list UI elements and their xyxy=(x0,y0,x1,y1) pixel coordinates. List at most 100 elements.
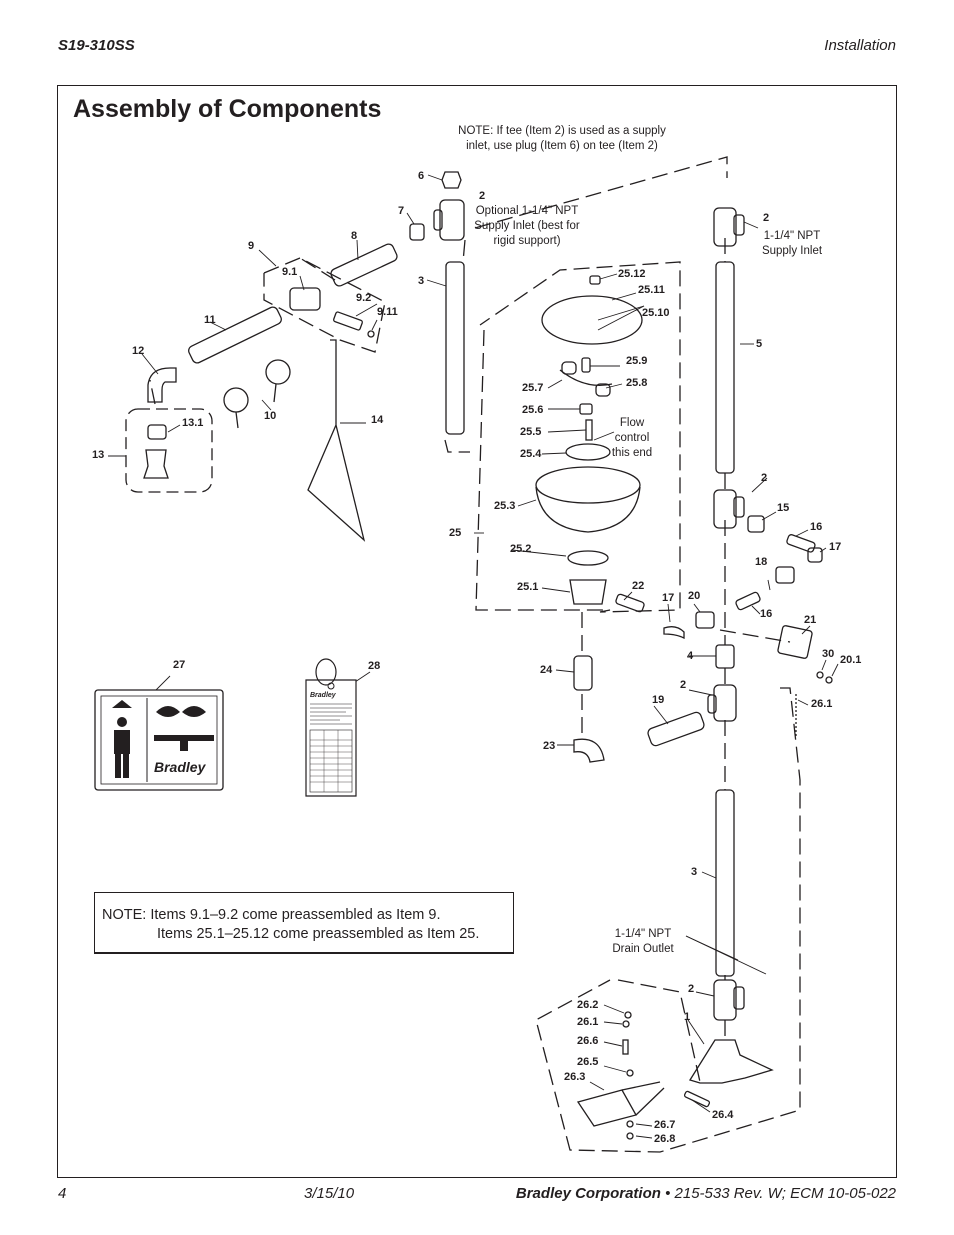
screw-9-11 xyxy=(367,330,375,338)
tube-25-5 xyxy=(585,419,593,441)
nipple-16-upper xyxy=(786,534,816,553)
washer-26-8 xyxy=(626,1132,634,1140)
page-frame xyxy=(57,85,897,1178)
tee-2-bottom xyxy=(713,979,745,1021)
part-label: 25.9 xyxy=(626,355,648,367)
preassembly-note: NOTE: Items 9.1–9.2 come preassembled as… xyxy=(94,892,514,954)
dust-cover-25-11 xyxy=(541,295,643,345)
part-label: 23 xyxy=(543,740,556,752)
footer-date: 3/15/10 xyxy=(304,1185,355,1202)
part-label: 26.2 xyxy=(577,999,599,1011)
part-label: 26.7 xyxy=(654,1119,676,1131)
part-label: 9.1 xyxy=(282,266,298,278)
clip-26-2 xyxy=(624,1011,632,1019)
part-label: 13.1 xyxy=(182,417,204,429)
tee-2-upper-left xyxy=(433,199,465,241)
valve-9-1 xyxy=(289,287,321,311)
part-label: 3 xyxy=(691,866,698,878)
pipe-11 xyxy=(188,306,282,364)
leader-lines xyxy=(108,174,839,1139)
eyewash-heads-25-7 xyxy=(559,357,613,397)
supply-inlet-caption: 1-1/4" NPT Supply Inlet xyxy=(761,230,823,257)
part-label: 25 xyxy=(449,527,462,539)
tee-2-middle xyxy=(713,489,745,529)
drain-outlet-caption: 1-1/4" NPT Drain Outlet xyxy=(612,928,674,955)
washer-30 xyxy=(816,671,824,679)
part-label: 25.12 xyxy=(618,268,646,280)
part-label: 26.3 xyxy=(564,1071,586,1083)
part-label: 27 xyxy=(173,659,186,671)
part-label: 26.4 xyxy=(712,1109,734,1121)
safety-sign-27: Bradley xyxy=(94,689,224,791)
part-label: 7 xyxy=(398,205,405,217)
part-label: 6 xyxy=(418,170,425,182)
nut-26-5 xyxy=(626,1069,634,1077)
base-flange-1 xyxy=(688,1039,774,1084)
part-label: 25.11 xyxy=(638,284,665,296)
part-label: 24 xyxy=(540,664,553,676)
pipe-5 xyxy=(715,261,735,474)
fitting-18 xyxy=(775,566,795,584)
pipe-3-upper xyxy=(445,261,465,435)
part-label: 30 xyxy=(822,648,835,660)
page-title: Assembly of Components xyxy=(73,95,382,123)
part-label: 15 xyxy=(777,502,790,514)
part-label: 12 xyxy=(132,345,145,357)
nut-26-7 xyxy=(626,1120,634,1128)
pipe-3-lower xyxy=(715,789,735,977)
part-label: 9.2 xyxy=(356,292,372,304)
part-label: 25.7 xyxy=(522,382,544,394)
part-25-6 xyxy=(579,403,593,415)
part-13-1 xyxy=(147,424,167,440)
part-label: 5 xyxy=(756,338,763,350)
header-section: Installation xyxy=(824,37,896,54)
note-line-1: NOTE: Items 9.1–9.2 come preassembled as… xyxy=(102,907,441,923)
nipple-19 xyxy=(647,711,705,747)
gasket-25-2 xyxy=(567,550,609,566)
note-line-2: Items 25.1–25.12 come preassembled as It… xyxy=(157,926,480,942)
plug-6 xyxy=(441,171,462,189)
foot-pedal-26-3 xyxy=(576,1081,665,1127)
part-label: 2 xyxy=(688,983,695,995)
tee-2-top xyxy=(713,207,745,247)
part-label: 25.8 xyxy=(626,377,648,389)
part-label: 2 xyxy=(680,679,687,691)
part-label: 17 xyxy=(829,541,842,553)
part-label: 17 xyxy=(662,592,675,604)
flow-control-caption: Flow control this end xyxy=(611,417,653,459)
lever-9-2 xyxy=(333,311,363,331)
bowl-25-3 xyxy=(535,466,641,533)
part-label: 2 xyxy=(763,212,770,224)
inspection-tag-28: Bradley xyxy=(305,658,357,797)
elbow-23 xyxy=(573,738,605,763)
item-13-group xyxy=(125,408,213,493)
part-label: 20.1 xyxy=(840,654,862,666)
svg-text:Bradley: Bradley xyxy=(154,759,207,775)
footer-company: Bradley Corporation xyxy=(515,1185,661,1202)
nipple-16-lower xyxy=(735,591,761,611)
part-label: 10 xyxy=(264,410,277,422)
part-label: 16 xyxy=(810,521,823,533)
part-25-12 xyxy=(589,275,601,285)
part-label: 26.8 xyxy=(654,1133,676,1145)
part-label: 20 xyxy=(688,590,701,602)
elbow-17-lower xyxy=(663,626,685,640)
part-label: 14 xyxy=(371,414,384,426)
part-label: 13 xyxy=(92,449,105,461)
valve-20 xyxy=(695,611,715,629)
part-label: 18 xyxy=(755,556,768,568)
part-label: 1 xyxy=(684,1011,691,1023)
part-label: 11 xyxy=(204,314,216,326)
supply-inlet-note: NOTE: If tee (Item 2) is used as a suppl… xyxy=(458,125,666,152)
reducer-15 xyxy=(747,515,765,533)
part-label: 26.1 xyxy=(577,1016,599,1028)
nipple-8 xyxy=(330,243,398,287)
part-label: 25.6 xyxy=(522,404,544,416)
part-label: 4 xyxy=(687,650,694,662)
rod-26-4 xyxy=(683,1090,711,1108)
pin-26-6 xyxy=(622,1039,629,1055)
part-label: 19 xyxy=(652,694,665,706)
footer-doc-number: • 215-533 Rev. W; ECM 10-05-022 xyxy=(660,1185,896,1202)
header-model: S19-310SS xyxy=(58,37,135,54)
part-label: 26.6 xyxy=(577,1035,599,1047)
